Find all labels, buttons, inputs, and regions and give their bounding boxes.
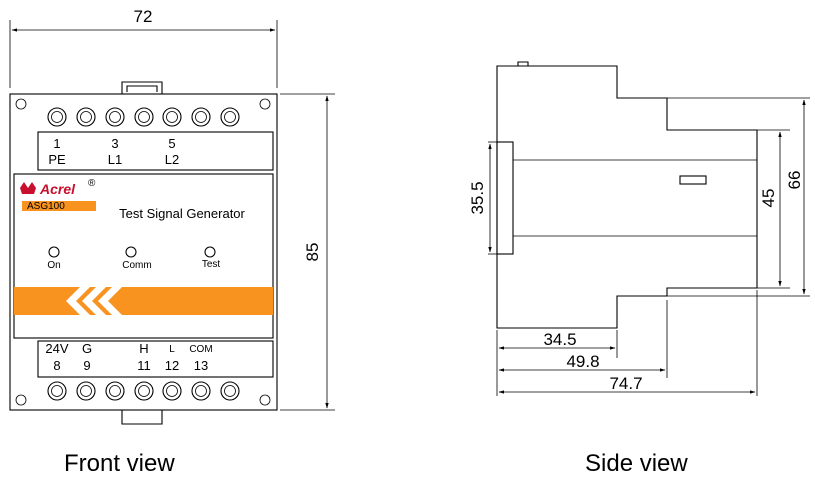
- dim-35-5: 35.5: [468, 181, 487, 214]
- led-label: Comm: [122, 260, 151, 271]
- bottom-terminal-screws: [47, 381, 240, 401]
- side-slot: [679, 175, 707, 185]
- caption-front-view: Front view: [64, 450, 175, 477]
- product-name: Test Signal Generator: [119, 206, 245, 221]
- chevron-arrows-icon: [66, 287, 122, 315]
- front-height-dim: 85: [303, 243, 322, 262]
- model-text: ASG100: [27, 201, 65, 212]
- terminal-label: G: [82, 341, 92, 356]
- dim-45: 45: [759, 189, 778, 208]
- acrel-logo: Acrel ®: [20, 178, 96, 197]
- model-bar: [22, 201, 96, 211]
- terminal-number: 12: [165, 358, 179, 373]
- bottom-terminal-band: [37, 340, 274, 378]
- led-test: [204, 246, 216, 258]
- terminal-number: 9: [83, 358, 90, 373]
- dim-49-8: 49.8: [566, 352, 599, 371]
- faceplate: [13, 173, 274, 339]
- led-comm: [125, 246, 137, 258]
- front-width-dim: 72: [134, 7, 153, 26]
- top-terminal-band: [37, 131, 274, 171]
- terminal-number: 11: [137, 358, 151, 373]
- led-label: On: [47, 260, 60, 271]
- dim-34-5: 34.5: [543, 330, 576, 349]
- top-terminal-screws: [47, 107, 240, 127]
- caption-side-view: Side view: [585, 450, 688, 477]
- terminal-label: L1: [108, 152, 122, 167]
- corner-hole: [15, 98, 27, 110]
- terminal-label: COM: [189, 344, 212, 355]
- led-on: [48, 246, 60, 258]
- terminal-number: 3: [111, 136, 118, 151]
- terminal-number: 1: [53, 136, 60, 151]
- front-housing: [9, 93, 278, 411]
- terminal-label: H: [139, 341, 148, 356]
- side-view: 35.5 45 66 34.5 49.8 74.7: [468, 61, 810, 396]
- side-top-tab: [517, 61, 529, 66]
- terminal-label: L2: [165, 152, 179, 167]
- terminal-label: L: [169, 344, 175, 355]
- front-view: 72 85 1 PE 3 L1 5 L2: [9, 7, 335, 425]
- terminal-number: 13: [194, 358, 208, 373]
- top-din-clip: [121, 81, 163, 94]
- corner-hole: [15, 394, 27, 406]
- corner-hole: [259, 98, 271, 110]
- dim-66: 66: [785, 171, 804, 190]
- brand-text: Acrel: [39, 181, 76, 197]
- terminal-label: PE: [48, 152, 66, 167]
- bottom-din-clip: [121, 410, 163, 425]
- dim-74-7: 74.7: [609, 374, 642, 393]
- side-profile: [496, 65, 758, 329]
- orange-stripe: [14, 287, 273, 315]
- terminal-number: 8: [53, 358, 60, 373]
- terminal-number: 5: [168, 136, 175, 151]
- side-front-panel: [496, 141, 514, 255]
- registered-mark: ®: [88, 178, 96, 189]
- led-label: Test: [202, 259, 221, 270]
- terminal-label: 24V: [45, 341, 68, 356]
- corner-hole: [259, 394, 271, 406]
